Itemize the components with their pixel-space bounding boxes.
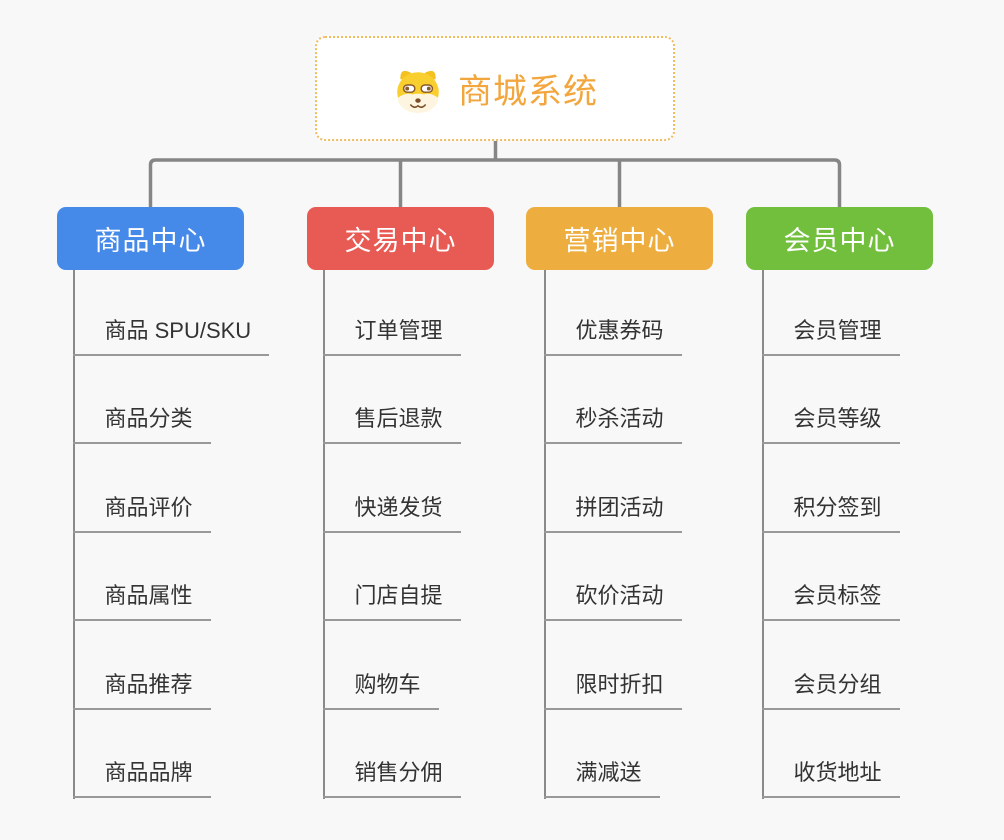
child-node[interactable]: 商品评价 [72, 490, 211, 533]
branch-node-product-center[interactable]: 商品中心 [57, 207, 244, 270]
branch-node-label: 营销中心 [563, 226, 676, 256]
branch-node-trade-center[interactable]: 交易中心 [307, 207, 494, 270]
child-node-label: 限时折扣 [575, 672, 664, 697]
child-node-label: 商品属性 [104, 583, 193, 608]
child-node-label: 优惠券码 [575, 318, 664, 343]
branch-node-label: 交易中心 [344, 226, 457, 256]
branch-node-label: 会员中心 [783, 226, 896, 256]
child-node-label: 快递发货 [354, 495, 443, 520]
child-node-label: 订单管理 [354, 318, 443, 343]
child-node[interactable]: 商品 SPU/SKU [72, 313, 270, 356]
branch-node-marketing-center[interactable]: 营销中心 [526, 207, 713, 270]
child-node[interactable]: 限时折扣 [543, 667, 682, 710]
child-node-label: 拼团活动 [575, 495, 664, 520]
child-node-label: 商品分类 [104, 406, 193, 431]
doge-icon [397, 70, 439, 113]
child-node[interactable]: 收货地址 [761, 755, 900, 798]
child-node-label: 商品推荐 [104, 672, 193, 697]
child-node[interactable]: 拼团活动 [543, 490, 682, 533]
child-node[interactable]: 满减送 [543, 755, 660, 798]
child-node[interactable]: 销售分佣 [322, 755, 461, 798]
child-node-label: 满减送 [575, 760, 642, 785]
child-node-label: 秒杀活动 [575, 406, 664, 431]
branch-node-member-center[interactable]: 会员中心 [746, 207, 933, 270]
child-node-label: 会员分组 [793, 672, 882, 697]
child-node[interactable]: 会员标签 [761, 578, 900, 621]
child-node[interactable]: 砍价活动 [543, 578, 682, 621]
branch-children-member: 会员管理 会员等级 积分签到 会员标签 会员分组 收货地址 [761, 270, 900, 799]
branch-node-label: 商品中心 [94, 226, 207, 256]
child-node[interactable]: 会员分组 [761, 667, 900, 710]
branch-children-trade: 订单管理 售后退款 快递发货 门店自提 购物车 销售分佣 [322, 270, 461, 799]
child-node-label: 购物车 [354, 672, 421, 697]
child-node-label: 会员管理 [793, 318, 882, 343]
child-node[interactable]: 售后退款 [322, 401, 461, 444]
child-node-label: 会员标签 [793, 583, 882, 608]
child-node-label: 商品评价 [104, 495, 193, 520]
child-node[interactable]: 购物车 [322, 667, 439, 710]
branch-children-product: 商品 SPU/SKU 商品分类 商品评价 商品属性 商品推荐 商品品牌 [72, 270, 270, 799]
child-node[interactable]: 商品品牌 [72, 755, 211, 798]
child-node[interactable]: 门店自提 [322, 578, 461, 621]
root-node[interactable]: 商城系统 [315, 36, 675, 141]
child-node[interactable]: 订单管理 [322, 313, 461, 356]
child-node-label: 商品品牌 [104, 760, 193, 785]
branch-children-marketing: 优惠券码 秒杀活动 拼团活动 砍价活动 限时折扣 满减送 [543, 270, 682, 799]
child-node-label: 砍价活动 [575, 583, 664, 608]
child-node-label: 收货地址 [793, 760, 882, 785]
child-node-label: 售后退款 [354, 406, 443, 431]
child-node-label: 门店自提 [354, 583, 443, 608]
child-node[interactable]: 会员管理 [761, 313, 900, 356]
child-node-label: 商品 SPU/SKU [104, 318, 252, 343]
child-node[interactable]: 商品推荐 [72, 667, 211, 710]
child-node[interactable]: 秒杀活动 [543, 401, 682, 444]
child-node[interactable]: 商品分类 [72, 401, 211, 444]
child-node[interactable]: 商品属性 [72, 578, 211, 621]
child-node-label: 积分签到 [793, 495, 882, 520]
child-node-label: 销售分佣 [354, 760, 443, 785]
child-node[interactable]: 优惠券码 [543, 313, 682, 356]
branch-rail-line [148, 158, 842, 207]
root-node-label: 商城系统 [458, 73, 598, 111]
child-node-label: 会员等级 [793, 406, 882, 431]
child-node[interactable]: 会员等级 [761, 401, 900, 444]
child-node[interactable]: 积分签到 [761, 490, 900, 533]
child-node[interactable]: 快递发货 [322, 490, 461, 533]
